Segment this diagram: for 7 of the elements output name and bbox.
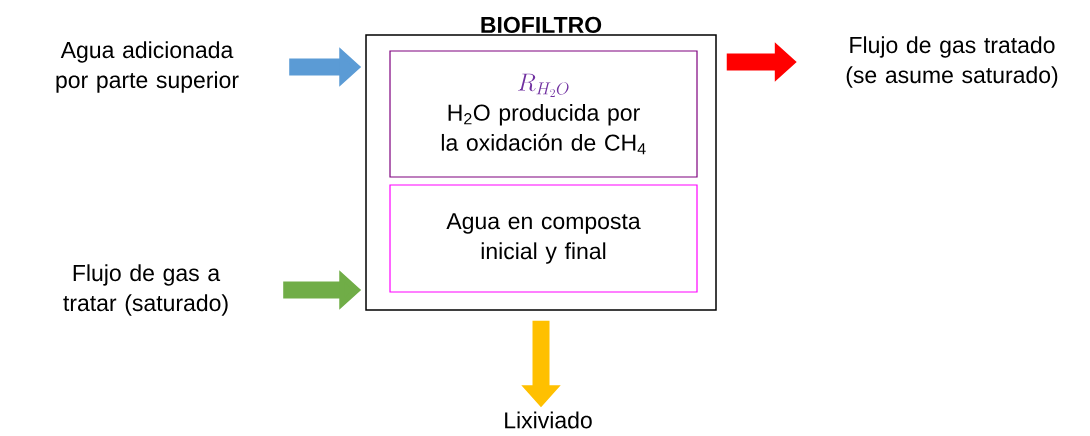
flow-label: Flujo de gas tratado (se asume saturado) (846, 36, 1058, 88)
flow-label: Flujo de gas a tratar (saturado) (63, 264, 228, 316)
node-label: BIOFILTRO (481, 16, 602, 34)
flow-label: Agua adicionada por parte superior (56, 41, 239, 93)
flow-label: Lixiviado (505, 411, 592, 429)
inner-box: Agua en composta inicial y final (389, 184, 698, 293)
inner-box: $R_{H_2O}$ H$_{2}$O producida por la oxidación de CH$_{4}$ (389, 50, 698, 178)
